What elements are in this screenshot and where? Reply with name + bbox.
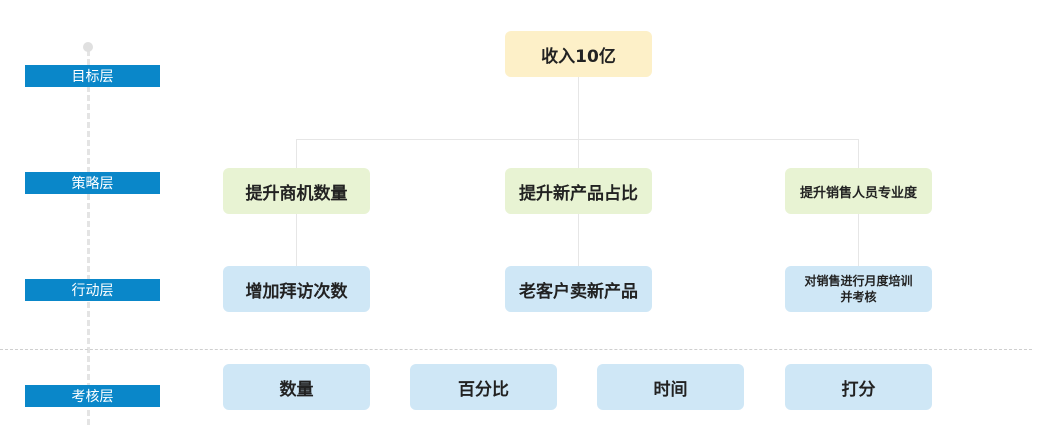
goal-node: 收入10亿: [505, 31, 652, 77]
metric-node-4: 打分: [785, 364, 932, 410]
metric-node-2: 百分比: [410, 364, 557, 410]
layer-tag-goal: 目标层: [25, 65, 160, 87]
connector-horizontal: [296, 139, 859, 140]
layer-tag-metric: 考核层: [25, 385, 160, 407]
connector-strategy-action-2: [578, 214, 579, 266]
strategy-node-3: 提升销售人员专业度: [785, 168, 932, 214]
connector-to-strategy-1: [296, 139, 297, 168]
connector-strategy-action-3: [858, 214, 859, 266]
layer-divider: [0, 349, 1032, 350]
action-node-2: 老客户卖新产品: [505, 266, 652, 312]
metric-node-3: 时间: [597, 364, 744, 410]
timeline-line: [87, 50, 90, 425]
metric-node-1: 数量: [223, 364, 370, 410]
action-node-1: 增加拜访次数: [223, 266, 370, 312]
connector-goal-down: [578, 77, 579, 139]
strategy-node-1: 提升商机数量: [223, 168, 370, 214]
timeline-dot: [83, 42, 93, 52]
layer-tag-strategy: 策略层: [25, 172, 160, 194]
action-node-3: 对销售进行月度培训并考核: [785, 266, 932, 312]
connector-to-strategy-2: [578, 139, 579, 168]
connector-to-strategy-3: [858, 139, 859, 168]
connector-strategy-action-1: [296, 214, 297, 266]
layer-tag-action: 行动层: [25, 279, 160, 301]
strategy-node-2: 提升新产品占比: [505, 168, 652, 214]
